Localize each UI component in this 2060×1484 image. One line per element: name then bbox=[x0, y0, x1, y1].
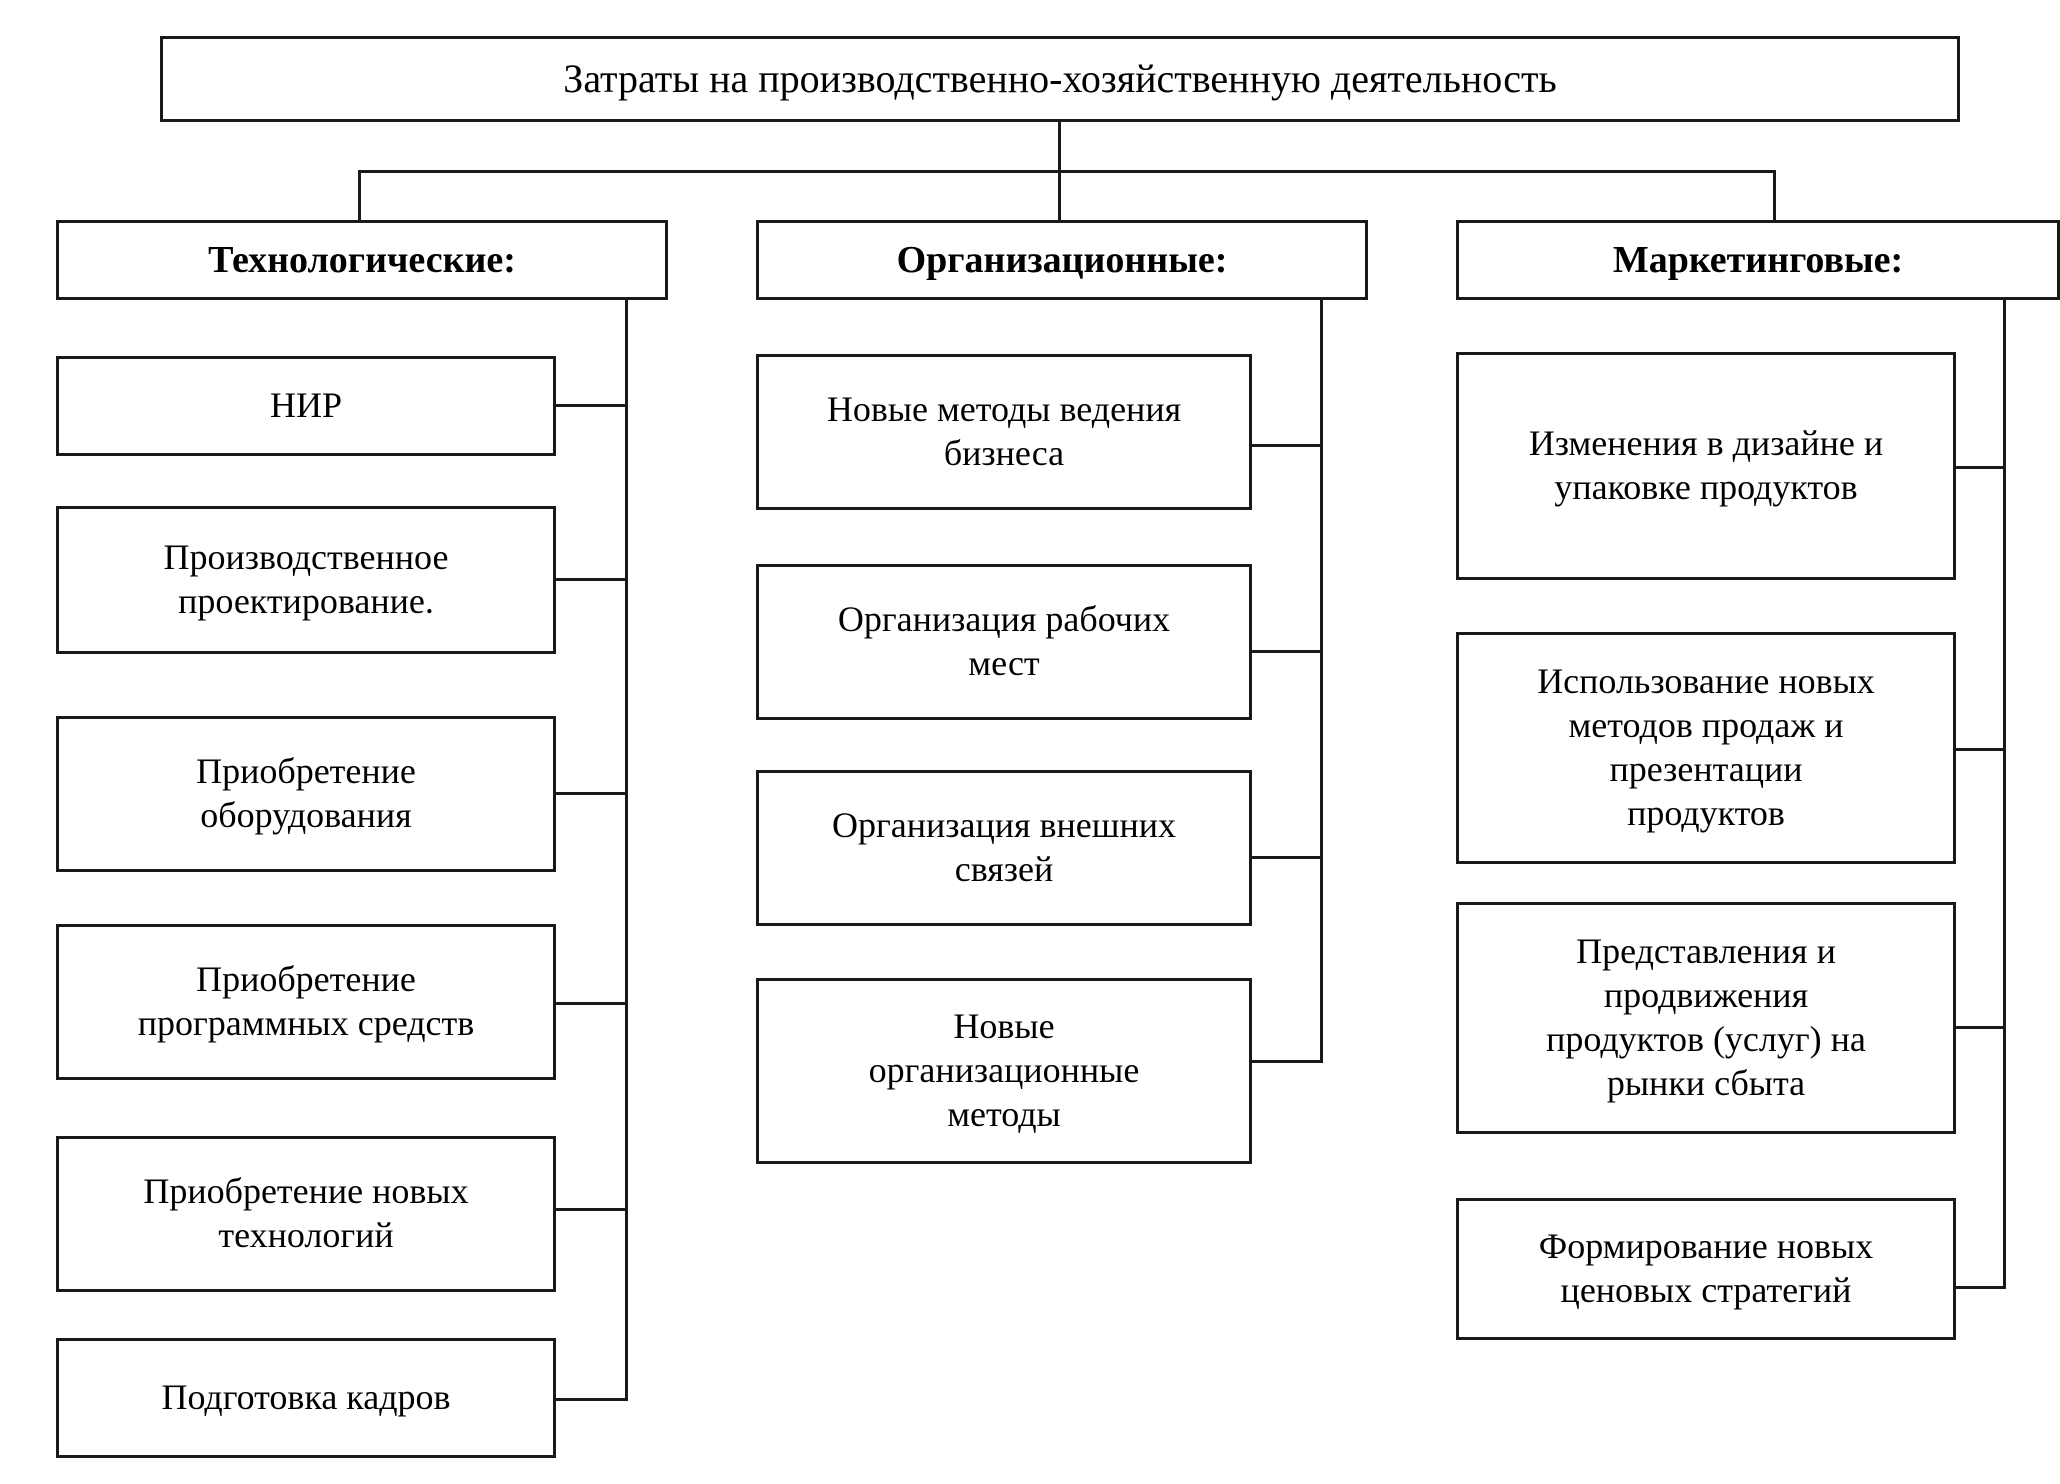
leaf-label-m2: Использование новых методов продаж и пре… bbox=[1537, 661, 1875, 833]
leaf-box-m4: Формирование новых ценовых стратегий bbox=[1456, 1198, 1956, 1340]
leaf-label-t2: Производственное проектирование. bbox=[163, 537, 449, 621]
leaf-box-m2: Использование новых методов продаж и пре… bbox=[1456, 632, 1956, 864]
category-box-organizational: Организационные: bbox=[756, 220, 1368, 300]
category-label-marketing: Маркетинговые: bbox=[1612, 238, 1904, 281]
leaf-label-o4: Новые организационные методы bbox=[868, 1006, 1140, 1134]
root-box: Затраты на производственно-хозяйственную… bbox=[160, 36, 1960, 122]
leaf-label-t5: Приобретение новых технологий bbox=[143, 1171, 469, 1255]
leaf-box-t5: Приобретение новых технологий bbox=[56, 1136, 556, 1292]
leaf-label-t3: Приобретение оборудования bbox=[196, 751, 416, 835]
category-drop-line-1 bbox=[358, 170, 361, 222]
leaf-connector-m3 bbox=[1956, 1026, 2006, 1029]
root-stem-line bbox=[1058, 122, 1061, 172]
leaf-connector-o2 bbox=[1252, 650, 1323, 653]
leaf-label-m3: Представления и продвижения продуктов (у… bbox=[1546, 931, 1866, 1103]
leaf-label-o3: Организация внешних связей bbox=[831, 805, 1177, 889]
category-drop-line-3 bbox=[1773, 170, 1776, 222]
leaf-box-o4: Новые организационные методы bbox=[756, 978, 1252, 1164]
column-spine-line-1 bbox=[625, 300, 628, 1400]
category-label-technological: Технологические: bbox=[208, 238, 516, 281]
leaf-box-t4: Приобретение программных средств bbox=[56, 924, 556, 1080]
leaf-box-t6: Подготовка кадров bbox=[56, 1338, 556, 1458]
leaf-connector-o4 bbox=[1252, 1060, 1323, 1063]
leaf-box-m1: Изменения в дизайне и упаковке продуктов bbox=[1456, 352, 1956, 580]
category-label-organizational: Организационные: bbox=[896, 238, 1228, 281]
category-box-technological: Технологические: bbox=[56, 220, 668, 300]
leaf-connector-t3 bbox=[556, 792, 628, 795]
leaf-connector-o1 bbox=[1252, 444, 1323, 447]
leaf-connector-t5 bbox=[556, 1208, 628, 1211]
category-bus-line bbox=[358, 170, 1776, 173]
leaf-connector-t4 bbox=[556, 1002, 628, 1005]
leaf-label-t1: НИР bbox=[269, 385, 343, 426]
leaf-box-o2: Организация рабочих мест bbox=[756, 564, 1252, 720]
leaf-label-t6: Подготовка кадров bbox=[161, 1377, 451, 1418]
leaf-box-o1: Новые методы ведения бизнеса bbox=[756, 354, 1252, 510]
leaf-connector-m1 bbox=[1956, 466, 2006, 469]
leaf-box-t2: Производственное проектирование. bbox=[56, 506, 556, 654]
column-spine-line-3 bbox=[2003, 300, 2006, 1288]
root-box-label: Затраты на производственно-хозяйственную… bbox=[563, 55, 1557, 101]
category-box-marketing: Маркетинговые: bbox=[1456, 220, 2060, 300]
leaf-connector-t1 bbox=[556, 404, 628, 407]
leaf-connector-t6 bbox=[556, 1398, 628, 1401]
leaf-label-m1: Изменения в дизайне и упаковке продуктов bbox=[1528, 423, 1884, 507]
leaf-label-o1: Новые методы ведения бизнеса bbox=[826, 389, 1182, 473]
leaf-box-o3: Организация внешних связей bbox=[756, 770, 1252, 926]
leaf-connector-m2 bbox=[1956, 748, 2006, 751]
leaf-connector-o3 bbox=[1252, 856, 1323, 859]
leaf-box-t3: Приобретение оборудования bbox=[56, 716, 556, 872]
leaf-connector-m4 bbox=[1956, 1286, 2006, 1289]
leaf-box-t1: НИР bbox=[56, 356, 556, 456]
column-spine-line-2 bbox=[1320, 300, 1323, 1062]
leaf-box-m3: Представления и продвижения продуктов (у… bbox=[1456, 902, 1956, 1134]
leaf-label-t4: Приобретение программных средств bbox=[137, 959, 475, 1043]
leaf-label-m4: Формирование новых ценовых стратегий bbox=[1538, 1226, 1874, 1310]
category-drop-line-2 bbox=[1058, 170, 1061, 222]
leaf-label-o2: Организация рабочих мест bbox=[837, 599, 1171, 683]
leaf-connector-t2 bbox=[556, 578, 628, 581]
